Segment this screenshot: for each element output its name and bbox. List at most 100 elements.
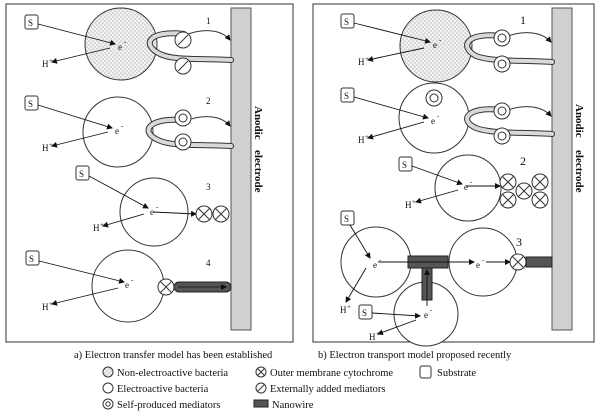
svg-text:S: S xyxy=(362,308,367,318)
left-model-2: S e - H + 2 xyxy=(24,95,234,168)
svg-text:H: H xyxy=(42,143,49,153)
panel-right-frame xyxy=(312,3,595,343)
proton-label: H xyxy=(42,59,49,69)
left-model-4: S e - H + 4 xyxy=(25,249,232,323)
non-electroactive-bacterium xyxy=(399,9,473,83)
svg-text:e: e xyxy=(464,182,468,192)
svg-text:+: + xyxy=(49,57,53,65)
electroactive-bacterium xyxy=(434,154,502,222)
svg-text:-: - xyxy=(121,122,124,130)
legend-item-outer-membrane: Outer membrane cytochrome xyxy=(255,366,393,379)
step-number: 3 xyxy=(516,235,522,249)
substrate-box xyxy=(340,210,355,226)
svg-text:S: S xyxy=(402,160,407,170)
svg-text:+: + xyxy=(100,221,104,229)
svg-text:-: - xyxy=(437,112,440,120)
svg-text:+: + xyxy=(412,198,416,206)
right-model-2: S e - H + 2 xyxy=(398,154,549,222)
right-model-1-second-cell: S e - H + xyxy=(340,82,555,154)
electrode-label-anodic: Anodic xyxy=(252,106,264,140)
svg-text:H: H xyxy=(405,200,412,210)
left-model-3: S e - H + 3 xyxy=(75,165,230,247)
legend-item-nanowire: Nanowire xyxy=(253,399,314,411)
electroactive-icon xyxy=(102,382,114,394)
cytochrome-network xyxy=(499,173,549,209)
anodic-electrode xyxy=(551,7,573,331)
nanowire-icon xyxy=(253,399,269,408)
step-number: 2 xyxy=(520,154,526,168)
legend-item-substrate: Substrate xyxy=(419,365,476,379)
substrate-box xyxy=(25,250,40,266)
substrate-box xyxy=(358,304,373,320)
caption-left: a) Electron transfer model has been esta… xyxy=(74,350,273,361)
left-model-1: S e - H + 1 xyxy=(24,7,234,81)
svg-text:H: H xyxy=(358,135,365,145)
svg-text:e: e xyxy=(433,40,437,50)
caption-right: b) Electron transport model proposed rec… xyxy=(318,350,512,361)
electroactive-bacterium xyxy=(82,96,154,168)
substrate-box xyxy=(340,87,355,103)
electron-label: e xyxy=(118,42,122,52)
svg-text:e: e xyxy=(150,207,154,217)
svg-text:S: S xyxy=(344,214,349,224)
non-electroactive-icon xyxy=(102,366,114,378)
step-number: 4 xyxy=(206,258,211,268)
svg-text:e: e xyxy=(424,310,428,320)
step-number: 1 xyxy=(520,13,526,27)
substrate-label: S xyxy=(28,18,33,28)
svg-text:-: - xyxy=(482,256,485,264)
svg-text:-: - xyxy=(439,36,442,44)
svg-text:+: + xyxy=(365,133,369,141)
electrode-label-electrode: electrode xyxy=(573,150,585,193)
svg-text:S: S xyxy=(344,91,349,101)
svg-text:H: H xyxy=(340,305,347,315)
panel-left: Anodic electrode S e - H + 1 xyxy=(5,3,294,343)
svg-text:+: + xyxy=(376,330,380,338)
step-number: 3 xyxy=(206,182,211,192)
svg-text:S: S xyxy=(79,169,84,179)
substrate-box xyxy=(24,14,39,30)
svg-text:-: - xyxy=(156,203,159,211)
svg-text:-: - xyxy=(470,178,473,186)
svg-text:Substrate: Substrate xyxy=(437,368,476,379)
svg-text:H: H xyxy=(369,332,376,342)
legend-item-electroactive: Electroactive bacteria xyxy=(102,382,209,395)
svg-text:e: e xyxy=(125,280,129,290)
svg-text:S: S xyxy=(344,17,349,27)
svg-text:Outer membrane cytochrome: Outer membrane cytochrome xyxy=(270,368,393,379)
svg-text:-: - xyxy=(131,276,134,284)
substrate-box xyxy=(340,13,355,29)
right-model-1: S e - H + 1 xyxy=(340,9,555,83)
panel-left-frame xyxy=(5,3,294,343)
svg-text:+: + xyxy=(49,141,53,149)
svg-text:Electroactive bacteria: Electroactive bacteria xyxy=(117,384,209,395)
step-number: 2 xyxy=(206,96,211,106)
svg-text:H: H xyxy=(358,57,365,67)
svg-text:H: H xyxy=(93,223,100,233)
svg-text:-: - xyxy=(379,256,382,264)
svg-text:-: - xyxy=(124,38,127,46)
legend-item-non-electroactive: Non-electroactive bacteria xyxy=(102,366,228,379)
svg-text:e: e xyxy=(115,126,119,136)
substrate-box xyxy=(24,95,39,111)
svg-text:e: e xyxy=(476,260,480,270)
substrate-box xyxy=(398,156,413,172)
nanowire xyxy=(525,256,553,268)
svg-text:S: S xyxy=(28,99,33,109)
svg-text:+: + xyxy=(347,303,351,311)
panel-right: Anodic electrode S e - H + 1 xyxy=(312,3,595,347)
svg-text:H: H xyxy=(42,302,49,312)
step-number: 1 xyxy=(206,16,211,26)
legend: Non-electroactive bacteria Electroactive… xyxy=(102,365,476,411)
svg-text:e: e xyxy=(373,260,377,270)
svg-text:Self-produced mediators: Self-produced mediators xyxy=(117,400,221,411)
svg-text:S: S xyxy=(29,254,34,264)
legend-item-external-mediators: Externally added mediators xyxy=(255,382,385,395)
svg-text:-: - xyxy=(430,306,433,314)
right-model-3: S e - e - H + S e - H + 3 xyxy=(340,210,553,347)
svg-text:e: e xyxy=(431,116,435,126)
electrode-label-electrode: electrode xyxy=(252,150,264,193)
substrate-box xyxy=(75,165,90,181)
anodic-electrode xyxy=(230,7,252,331)
